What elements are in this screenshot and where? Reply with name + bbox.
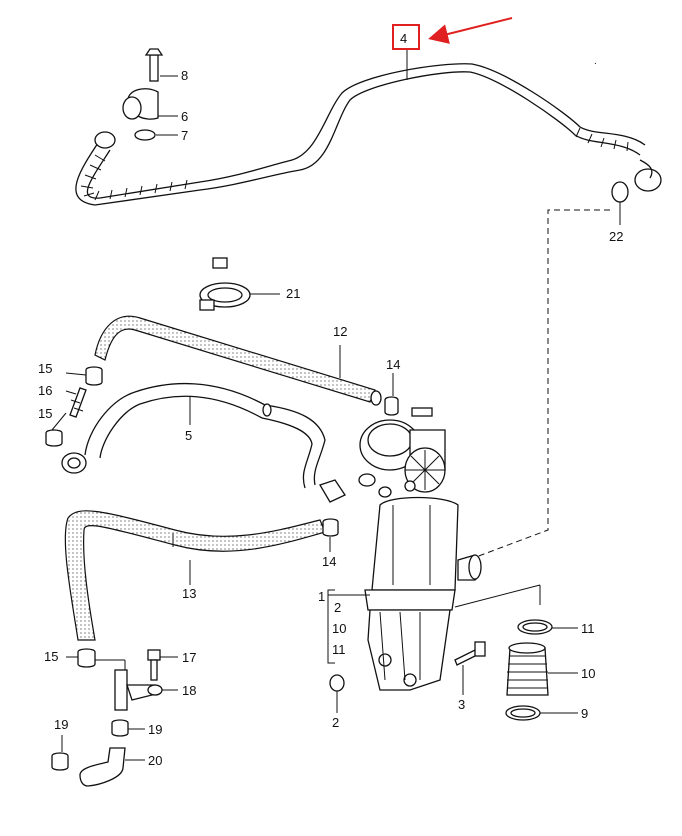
callout-18: 18 [182, 683, 196, 698]
hose-4-left-end [94, 131, 116, 149]
bolt-part-17 [147, 649, 178, 681]
highlight-box [392, 24, 420, 50]
callout-14-upper: 14 [386, 357, 400, 372]
clamp-part-9 [505, 705, 578, 721]
callout-12: 12 [333, 324, 347, 339]
bolt-part-3 [454, 641, 486, 695]
clamp-part-19-right [111, 719, 145, 737]
callout-22: 22 [609, 229, 623, 244]
callout-11: 11 [581, 621, 595, 636]
clamp-part-15-top [65, 366, 103, 386]
callout-3: 3 [458, 697, 465, 712]
hose-part-12 [94, 315, 382, 406]
callout-9: 9 [581, 706, 588, 721]
callout-15-top: 15 [38, 361, 52, 376]
callout-20: 20 [148, 753, 162, 768]
valve-assembly [358, 407, 446, 498]
hose-part-4 [75, 50, 662, 206]
callout-7: 7 [181, 128, 188, 143]
callout-15-bottom: 15 [44, 649, 58, 664]
callout-6: 6 [181, 109, 188, 124]
callout-14-lower: 14 [322, 554, 336, 569]
callout-5: 5 [185, 428, 192, 443]
clamp-part-15-bottom [66, 648, 126, 672]
bellow-part-10 [506, 642, 578, 696]
stray-dot: . [594, 56, 597, 67]
seal-part-2 [329, 674, 345, 692]
clamp-part-14-upper [384, 373, 399, 416]
connection-dashed-line [467, 209, 610, 561]
clamp-part-14-lower [322, 518, 339, 552]
callout-10: 10 [581, 666, 595, 681]
clamp-part-19-left [51, 735, 69, 771]
callout-1: 1 [318, 589, 325, 604]
hose-part-20 [79, 747, 145, 787]
hose-4-right-end [634, 168, 662, 192]
red-arrow-icon [428, 17, 513, 44]
seal-ring-part-22 [611, 181, 629, 203]
callout-19-left: 19 [54, 717, 68, 732]
corrugation-left [80, 154, 188, 201]
elbow-fitting-part-6 [122, 48, 164, 120]
hose-part-5 [61, 382, 346, 503]
corrugation-right [575, 127, 629, 152]
hose-part-13 [64, 510, 326, 641]
clamp-part-15-mid [45, 412, 67, 447]
callout-10-bracket: 10 [332, 621, 346, 636]
connector-part-16 [65, 387, 87, 418]
callout-17: 17 [182, 650, 196, 665]
callout-2: 2 [332, 715, 339, 730]
callout-15-mid: 15 [38, 406, 52, 421]
callout-8: 8 [181, 68, 188, 83]
bracket-part-18 [114, 669, 178, 711]
callout-16: 16 [38, 383, 52, 398]
leader-to-clamp [454, 584, 541, 608]
washer-part-7 [134, 129, 156, 141]
callout-21: 21 [286, 286, 300, 301]
callout-2-bracket: 2 [334, 600, 341, 615]
callout-13: 13 [182, 586, 196, 601]
clamp-part-21 [199, 257, 280, 311]
callout-11-bracket: 11 [332, 642, 346, 657]
oil-separator-part-1 [364, 496, 482, 691]
callout-bracket [327, 589, 335, 664]
callout-19-right: 19 [148, 722, 162, 737]
callout-4: 4 [400, 31, 407, 46]
clamp-part-11 [517, 619, 578, 635]
